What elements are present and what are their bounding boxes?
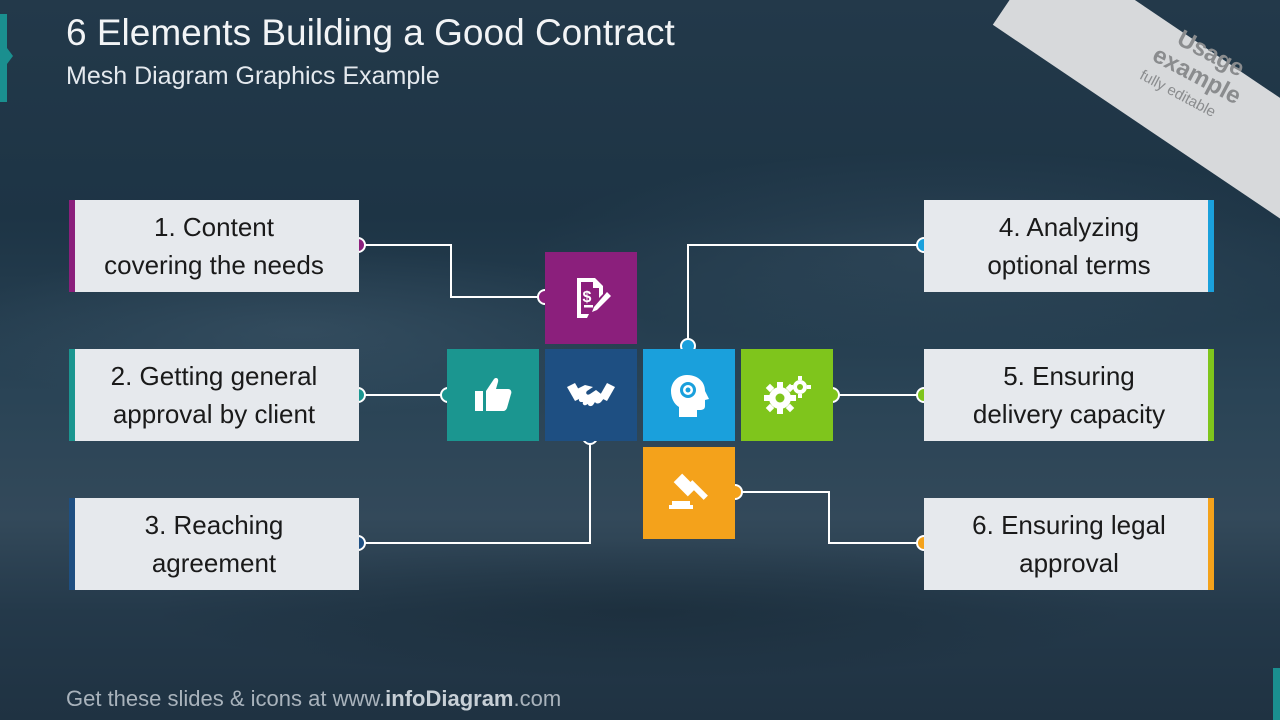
element-3-label: 3. Reaching agreement xyxy=(144,510,284,578)
tile-approval xyxy=(447,349,539,441)
connector-4 xyxy=(687,244,924,346)
handshake-icon xyxy=(567,383,615,407)
thumbs-up-icon xyxy=(475,378,512,411)
page-subtitle: Mesh Diagram Graphics Example xyxy=(66,62,440,90)
svg-text:$: $ xyxy=(583,289,592,306)
contract-dollar-icon: $ xyxy=(577,278,611,318)
footer-credit: Get these slides & icons at www.infoDiag… xyxy=(66,686,561,712)
element-4-box: 4. Analyzing optional terms xyxy=(924,200,1214,292)
footer-suffix: .com xyxy=(513,686,562,711)
page-title: 6 Elements Building a Good Contract xyxy=(66,12,675,53)
element-6-label: 6. Ensuring legal approval xyxy=(972,510,1166,578)
gears-icon xyxy=(764,376,811,414)
element-2-accent-bar xyxy=(69,349,75,441)
connector-1 xyxy=(358,244,545,298)
element-2-box: 2. Getting general approval by client xyxy=(69,349,359,441)
tile-legal xyxy=(643,447,735,539)
element-6-accent-bar xyxy=(1208,498,1214,590)
tile-delivery xyxy=(741,349,833,441)
element-3-accent-bar xyxy=(69,498,75,590)
element-1-box: 1. Content covering the needs xyxy=(69,200,359,292)
element-2-label: 2. Getting general approval by client xyxy=(110,361,318,429)
element-4-label: 4. Analyzing optional terms xyxy=(987,212,1151,280)
footer-brand[interactable]: infoDiagram xyxy=(385,686,514,711)
connector-3 xyxy=(358,437,591,544)
element-5-label: 5. Ensuring delivery capacity xyxy=(972,361,1166,429)
gavel-icon xyxy=(669,473,708,509)
connector-6 xyxy=(735,491,924,544)
right-accent-tab xyxy=(1273,668,1280,720)
element-5-accent-bar xyxy=(1208,349,1214,441)
head-gear-icon xyxy=(671,375,709,417)
element-6-box: 6. Ensuring legal approval xyxy=(924,498,1214,590)
element-5-box: 5. Ensuring delivery capacity xyxy=(924,349,1214,441)
element-3-box: 3. Reaching agreement xyxy=(69,498,359,590)
element-1-label: 1. Content covering the needs xyxy=(104,212,324,280)
tile-content: $ xyxy=(545,252,637,344)
element-1-accent-bar xyxy=(69,200,75,292)
footer-prefix: Get these slides & icons at www. xyxy=(66,686,386,711)
left-accent-tab xyxy=(0,14,13,102)
tile-agreement xyxy=(545,349,637,441)
tile-analyzing xyxy=(643,349,735,441)
element-4-accent-bar xyxy=(1208,200,1214,292)
